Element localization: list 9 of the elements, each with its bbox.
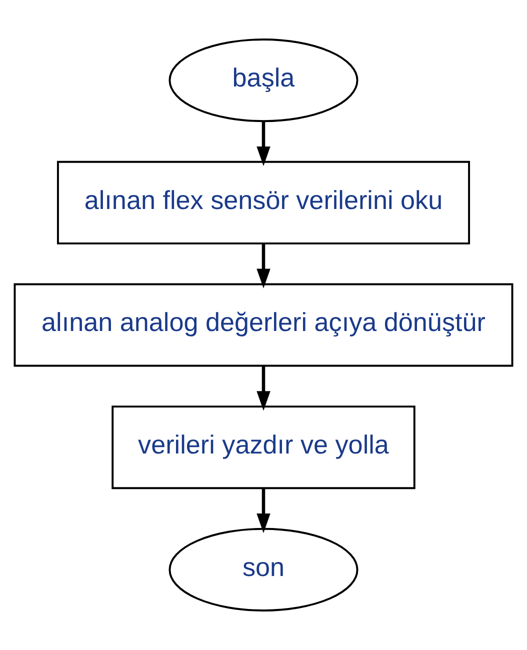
arrow — [256, 122, 270, 166]
arrow — [256, 366, 270, 411]
node-box: alınan flex sensör verilerini oku — [56, 160, 470, 244]
arrow — [256, 488, 270, 534]
arrow — [256, 244, 270, 288]
node-ellipse: son — [168, 528, 358, 612]
node-box: alınan analog değerleri açıya dönüştür — [14, 283, 514, 367]
node-box: verileri yazdır ve yolla — [112, 406, 416, 490]
node-ellipse: başla — [168, 38, 358, 122]
